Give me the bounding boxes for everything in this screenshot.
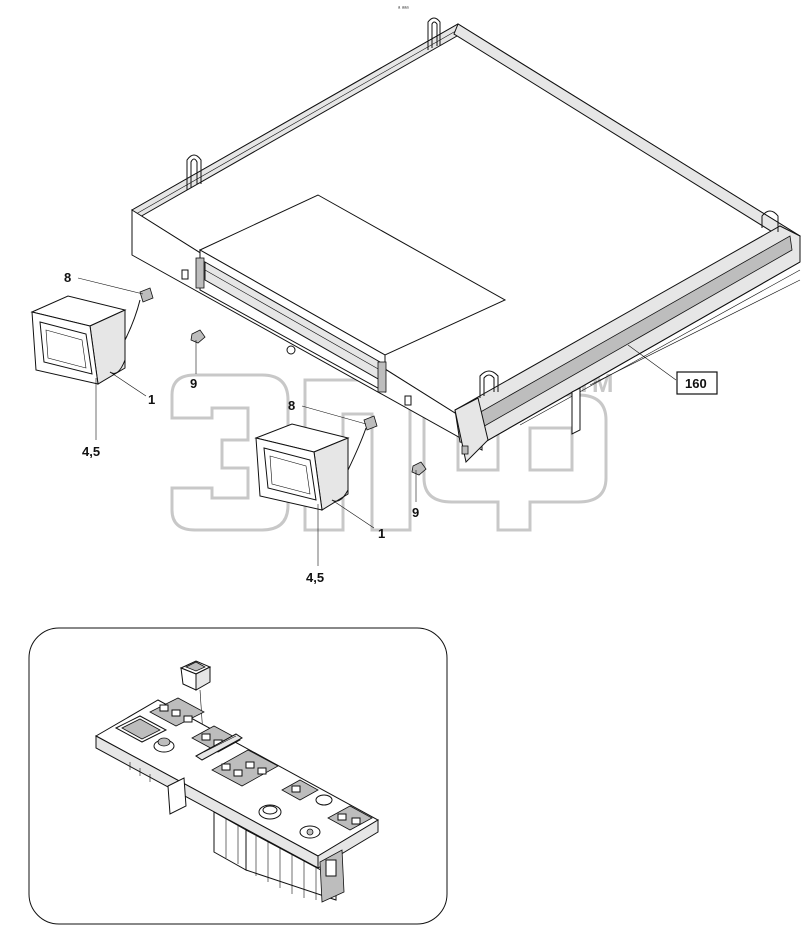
tab-left <box>181 269 189 280</box>
panel-switch-group-4 <box>281 779 319 801</box>
roof-panel <box>131 17 801 464</box>
lamp-right-lens <box>263 447 317 501</box>
panel-left-bracket <box>167 777 187 815</box>
connector-8-left <box>139 287 154 303</box>
callout-45-right: 4,5 <box>306 570 324 585</box>
callout-160-box <box>676 371 718 395</box>
side-bracket <box>571 387 581 435</box>
handle-front <box>479 370 499 398</box>
center-box-screw <box>286 345 296 355</box>
handle-right <box>761 210 779 232</box>
callout-9-left: 9 <box>190 376 197 391</box>
connector-8-right <box>363 415 378 431</box>
watermark-letter-e <box>170 373 290 532</box>
handle-left <box>186 154 202 190</box>
callout-8-right: 8 <box>288 398 295 413</box>
relay-block <box>213 811 345 903</box>
watermark-letter-p <box>303 378 412 532</box>
tab-right <box>404 395 412 406</box>
switch-12-body-side <box>195 666 211 691</box>
top-mark: ᵃ ᵃᵃᵃ <box>398 6 409 12</box>
callout-1-left: 1 <box>148 392 155 407</box>
detail-inset <box>28 627 448 925</box>
panel-switch-group-3 <box>211 749 279 787</box>
callout-9-right: 9 <box>412 505 419 520</box>
callout-8-left: 8 <box>64 270 71 285</box>
callout-1-right: 1 <box>378 526 385 541</box>
nut-9-right <box>411 461 427 476</box>
lamp-left <box>30 287 206 385</box>
panel-switch-group-1 <box>149 697 205 727</box>
lamp-left-lens <box>39 321 93 375</box>
callout-45-left: 4,5 <box>82 444 100 459</box>
panel-connector-strip <box>195 733 243 761</box>
nut-9-left <box>190 329 206 344</box>
callout-160: 160 <box>685 376 707 391</box>
lamp-right <box>254 415 427 511</box>
roof-top-surface <box>131 23 801 431</box>
handle-top <box>427 17 441 50</box>
panel-switch-group-5 <box>327 805 373 831</box>
switch-13-face <box>185 661 206 672</box>
panel-knob-2 <box>315 794 333 806</box>
panel-display <box>114 715 168 743</box>
